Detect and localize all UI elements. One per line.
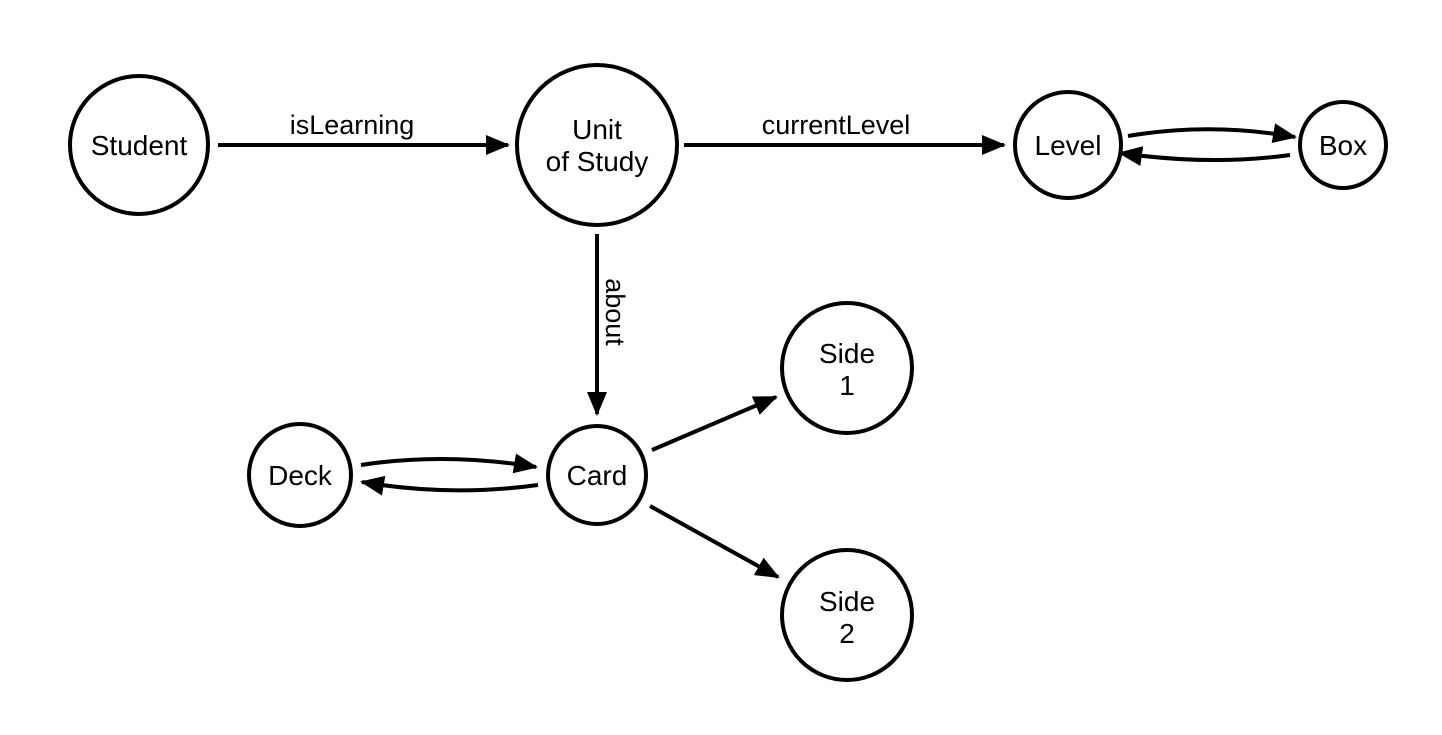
edge-label-is-learning: isLearning (290, 110, 415, 140)
node-box: Box (1298, 100, 1388, 190)
node-card-circle (546, 424, 648, 526)
node-side2: Side 2 (780, 548, 914, 682)
node-card: Card (546, 424, 648, 526)
edge-label-current-level: currentLevel (762, 110, 911, 140)
node-side1-label-line1: Side (819, 338, 875, 369)
node-level-circle (1013, 90, 1123, 200)
node-deck-circle (247, 422, 353, 528)
edge-level-to-box (1127, 123, 1297, 144)
node-card-label: Card (567, 460, 628, 491)
node-side1-circle (780, 301, 914, 435)
node-student: Student (68, 74, 210, 216)
edge-card-to-side2 (649, 504, 780, 579)
node-side2-label-line1: Side (819, 586, 875, 617)
edge-card-to-side1 (651, 395, 778, 452)
node-side2-label-line2: 2 (839, 618, 855, 649)
node-unit-of-study: Unit of Study (515, 63, 679, 227)
node-level-label: Level (1035, 130, 1102, 161)
node-side1: Side 1 (780, 301, 914, 435)
edge-label-about: about (600, 278, 630, 346)
node-student-circle (68, 74, 210, 216)
node-unit-of-study-label-line2: of Study (546, 146, 649, 177)
node-student-label: Student (91, 130, 188, 161)
edge-card-to-deck (360, 475, 539, 496)
node-unit-of-study-label-line1: Unit (572, 114, 622, 145)
node-deck-label: Deck (268, 460, 333, 491)
node-side2-circle (780, 548, 914, 682)
node-box-circle (1298, 100, 1388, 190)
edge-box-to-level (1118, 146, 1291, 167)
edge-deck-to-card (360, 453, 538, 474)
node-unit-of-study-circle (515, 63, 679, 227)
node-deck: Deck (247, 422, 353, 528)
node-level: Level (1013, 90, 1123, 200)
node-box-label: Box (1319, 130, 1367, 161)
edge-labels: isLearning currentLevel about (290, 110, 911, 346)
edges (218, 123, 1297, 579)
node-side1-label-line2: 1 (839, 370, 855, 401)
